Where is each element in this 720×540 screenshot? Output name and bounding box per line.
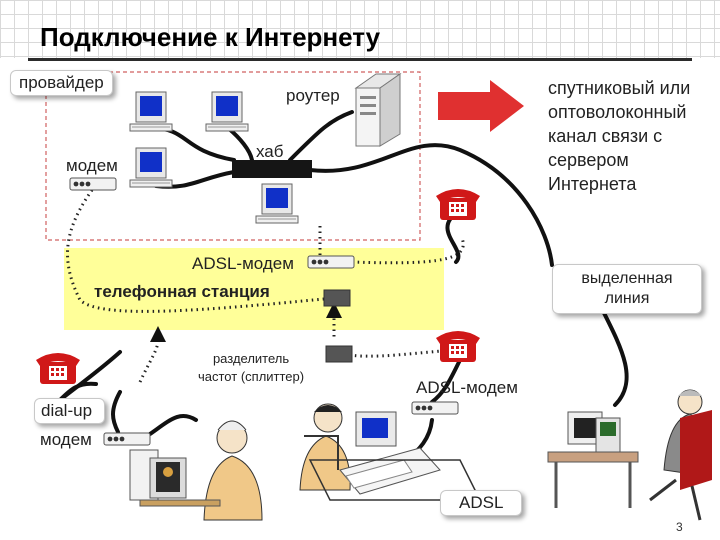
telephone-icon bbox=[36, 353, 80, 384]
modem-icon bbox=[103, 432, 151, 446]
splitter-label: разделитель частот (сплиттер) bbox=[198, 351, 305, 384]
satellite-channel-label: спутниковый или оптоволоконный канал свя… bbox=[548, 78, 691, 194]
dedicated-line-user-illustration bbox=[547, 389, 712, 521]
dedicated-line-label: выделенная линия bbox=[552, 264, 702, 314]
page-number: 3 bbox=[676, 520, 683, 534]
computer-icon bbox=[255, 183, 299, 224]
server-tower-icon bbox=[354, 73, 402, 147]
phone-station-label: телефонная станция bbox=[94, 282, 270, 301]
computer-icon bbox=[129, 91, 173, 132]
splitter-box bbox=[325, 345, 353, 363]
title-underline bbox=[28, 58, 692, 61]
telephone-icon bbox=[436, 189, 480, 220]
router-label: роутер bbox=[286, 86, 340, 105]
dialup-modem-label: модем bbox=[40, 430, 92, 449]
computer-icon bbox=[205, 91, 249, 132]
hub-device bbox=[232, 160, 312, 178]
provider-label: провайдер bbox=[10, 70, 113, 96]
modem-icon bbox=[411, 401, 459, 415]
dialup-label: dial-up bbox=[34, 398, 106, 424]
title-grid-background bbox=[0, 0, 720, 58]
adsl-user-illustration bbox=[299, 403, 482, 501]
page-title: Подключение к Интернету bbox=[40, 22, 381, 52]
modem-icon bbox=[69, 177, 117, 191]
telephone-icon bbox=[436, 331, 480, 362]
station-box bbox=[323, 289, 351, 307]
modem-label: модем bbox=[66, 156, 118, 175]
hub-label: хаб bbox=[256, 142, 284, 161]
adsl-modem-station-label: ADSL-модем bbox=[192, 254, 294, 273]
adsl-modem-user-label: ADSL-модем bbox=[416, 378, 518, 397]
dialup-user-illustration bbox=[129, 420, 263, 521]
uplink-arrow-icon bbox=[150, 326, 166, 342]
right-arrow-icon bbox=[438, 80, 524, 132]
computer-icon bbox=[129, 147, 173, 188]
adsl-label: ADSL bbox=[440, 490, 523, 516]
modem-icon bbox=[307, 255, 355, 269]
splitter-arrow-icon bbox=[326, 302, 342, 318]
provider-zone bbox=[45, 71, 421, 241]
